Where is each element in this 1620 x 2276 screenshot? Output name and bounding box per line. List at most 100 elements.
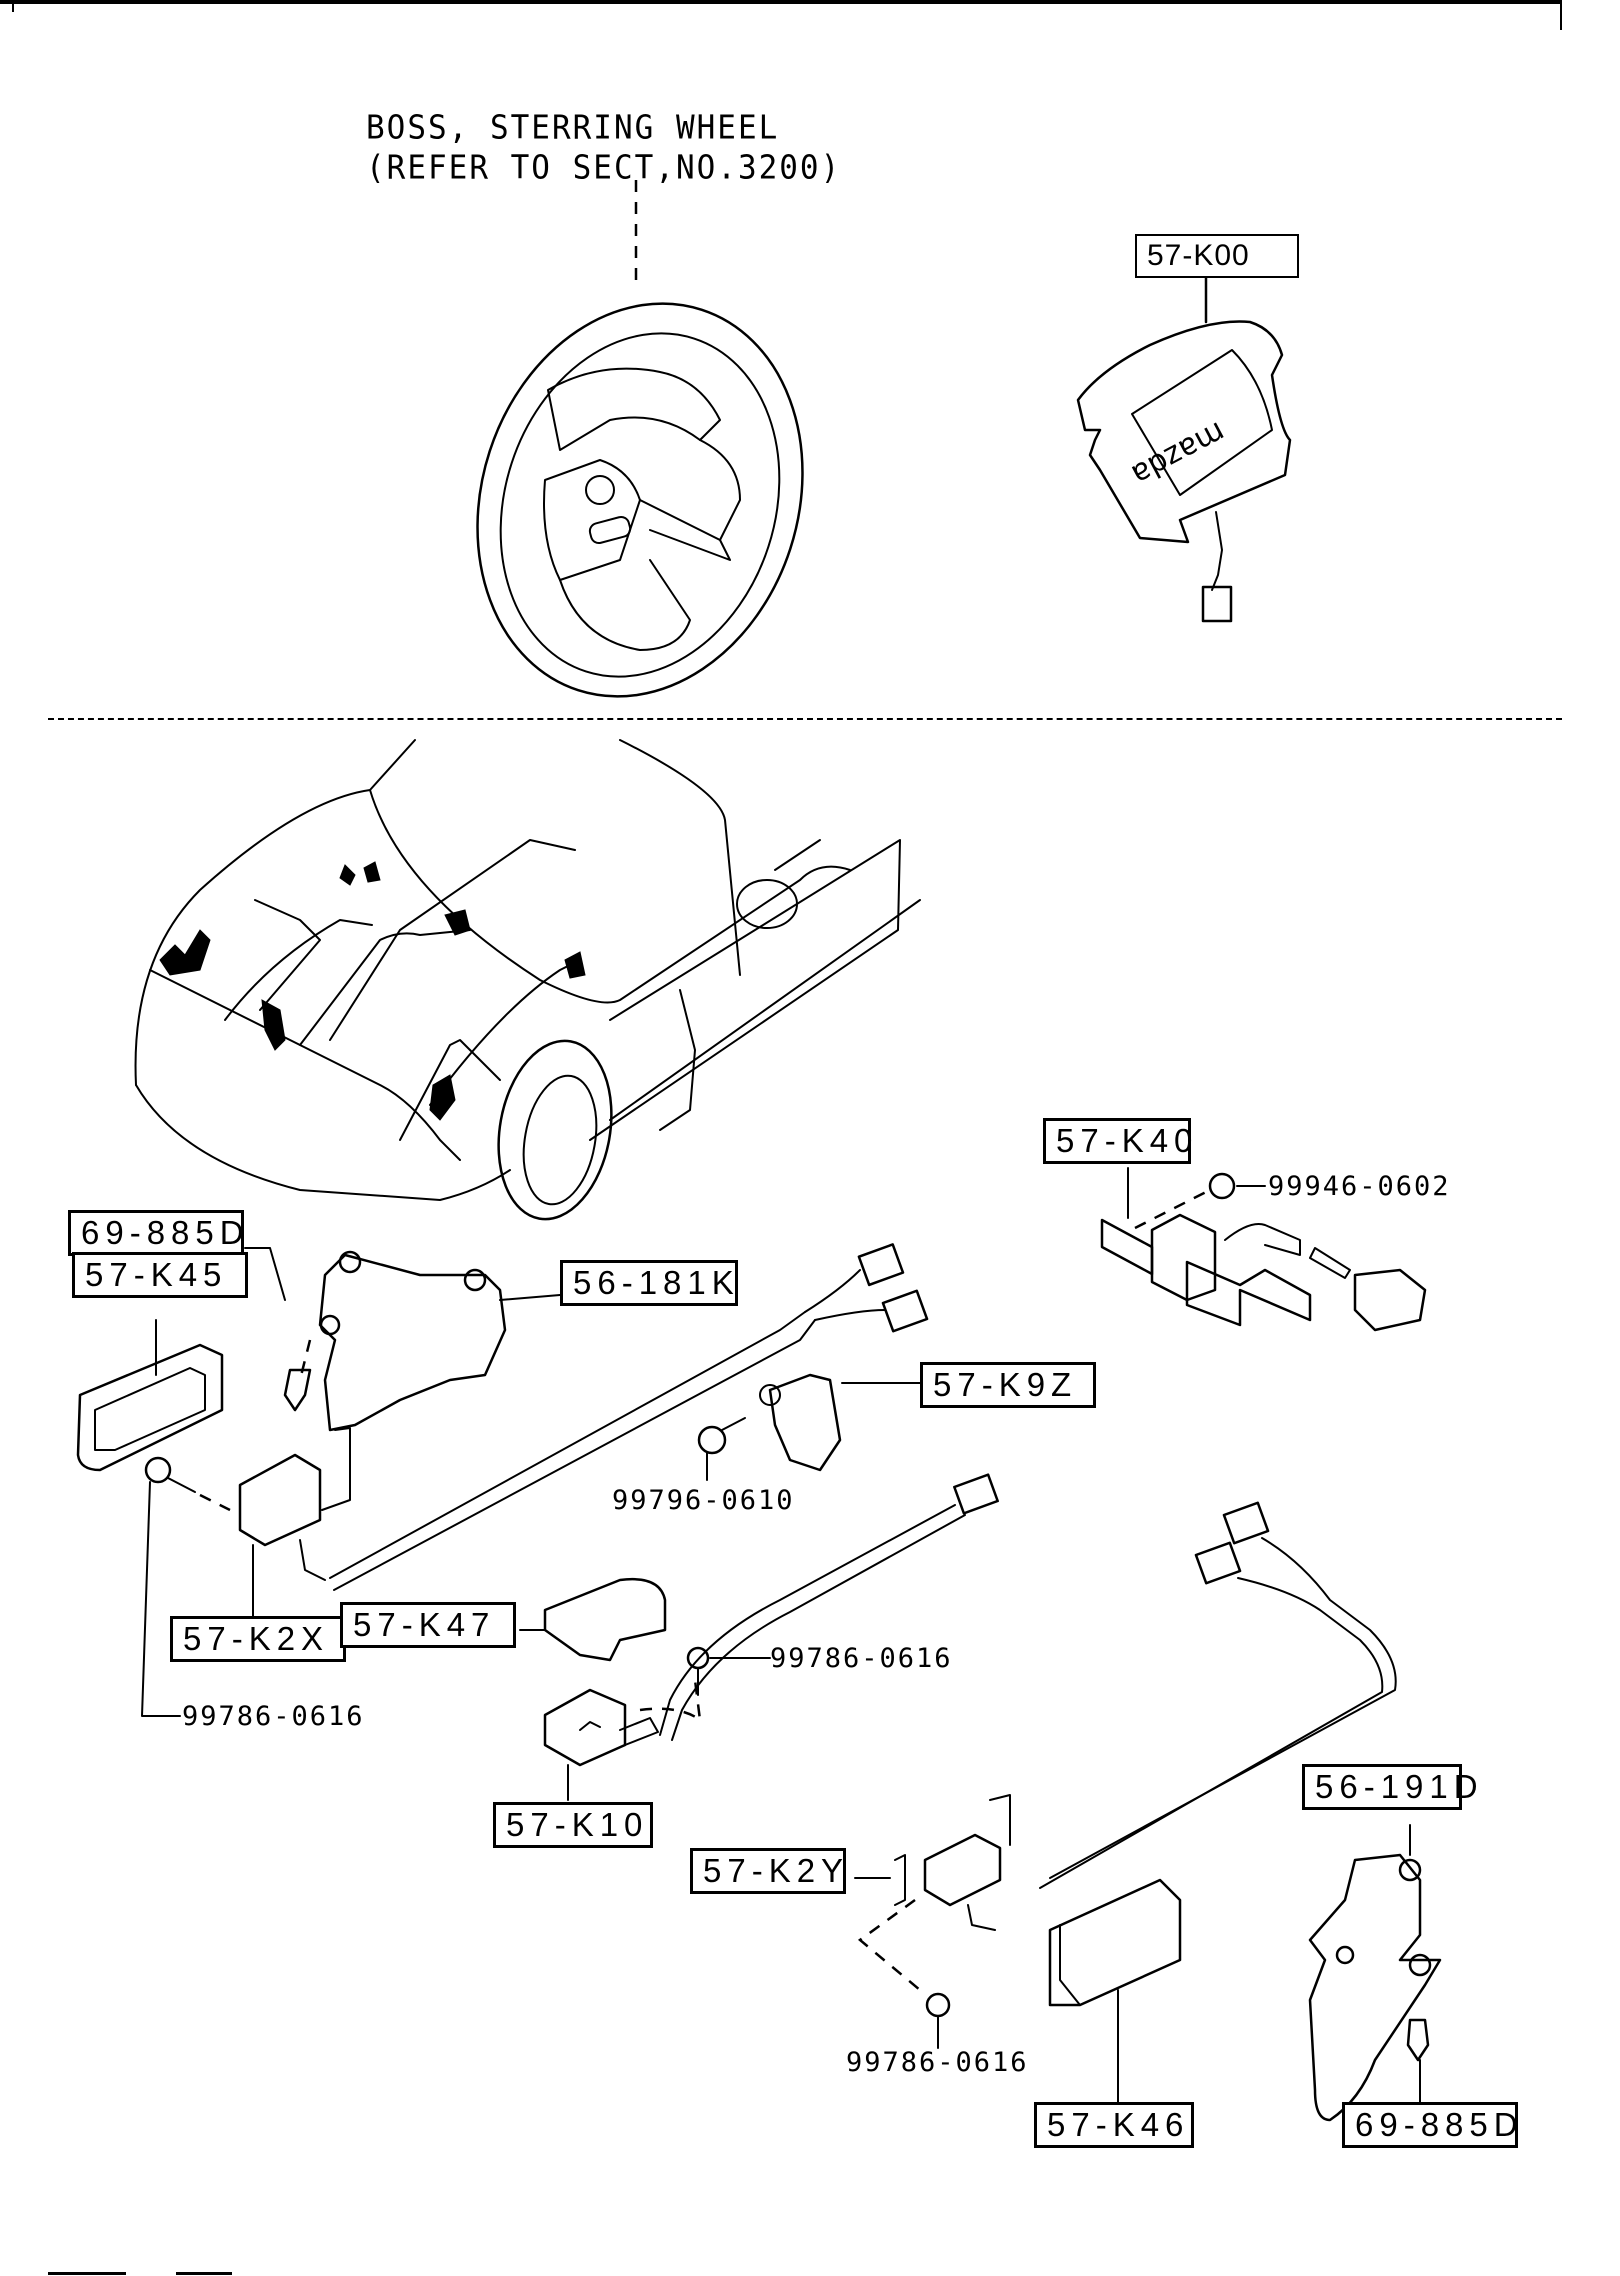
part-number-99786-0616-left[interactable]: 99786-0616 <box>182 1701 365 1732</box>
screw-k10-dash <box>639 1679 702 1723</box>
bracket-191d-hole-left <box>1335 1945 1355 1965</box>
part-label-69-885d-right[interactable]: 69-885D <box>1342 2102 1518 2148</box>
sensor-location-center <box>261 999 286 1051</box>
cover-k46-inner <box>1059 1924 1081 2006</box>
part-label-57-k10[interactable]: 57-K10 <box>493 1802 653 1848</box>
bracket-191d-hole-right <box>1408 1953 1432 1977</box>
section-divider <box>48 718 1562 720</box>
page-frame-right <box>1560 0 1562 30</box>
footer-mark-left <box>48 2272 126 2275</box>
steering-wheel-drawing <box>476 180 804 698</box>
car-hood-panel-left <box>254 899 321 1011</box>
page-frame-top <box>0 0 1562 4</box>
sensor-k10-arrow <box>579 1721 601 1731</box>
k40-wire-spring <box>1224 1223 1301 1256</box>
sensor-k10-body <box>543 1688 627 1767</box>
part-label-57-k45[interactable]: 57-K45 <box>72 1252 248 1298</box>
airbag-module-drawing: mazda <box>1076 276 1292 623</box>
part-label-57-k2y[interactable]: 57-K2Y <box>690 1848 846 1894</box>
sensor-57-k2y-drawing <box>854 1794 1011 2049</box>
wheel-boss-bolt <box>585 475 615 505</box>
harness-connector-upper-a <box>857 1243 905 1287</box>
sensor-k2x-bracket <box>321 1427 351 1511</box>
cover-k45-inner <box>94 1367 206 1451</box>
airbag-connector <box>1201 585 1233 623</box>
screw-left-leader <box>141 1481 181 1717</box>
harness-center-drawing <box>659 1473 999 1741</box>
part-label-56-191d[interactable]: 56-191D <box>1302 1764 1478 1810</box>
k181-leader <box>499 1294 561 1301</box>
harness-upper-line-b <box>333 1319 816 1591</box>
part-label-57-k00[interactable]: 57-K00 <box>1135 234 1299 278</box>
harness-upper-drawing <box>329 1243 929 1591</box>
cover-57-k47-drawing <box>519 1577 667 1662</box>
clip-57-k9z-drawing <box>697 1373 921 1481</box>
bolt-99796-0610-shank <box>721 1417 746 1431</box>
clip-69-885d-leader <box>244 1247 286 1301</box>
cover-k45-outline <box>76 1343 224 1472</box>
harness-center-line-a <box>659 1504 956 1736</box>
sensor-57-k2x-drawing <box>141 1427 351 1717</box>
harness-route-left <box>224 919 373 1021</box>
sensor-57-k10-drawing <box>543 1646 771 1801</box>
bracket-hole-left <box>319 1314 341 1336</box>
k40-connector <box>1353 1268 1427 1332</box>
harness-right-line-b <box>1039 1577 1384 1889</box>
sensor-k10-tab <box>619 1717 659 1746</box>
steering-wheel-reference-note: BOSS, STERRING WHEEL (REFER TO SECT,NO.3… <box>366 108 841 188</box>
reference-note-line2: (REFER TO SECT,NO.3200) <box>366 149 842 187</box>
car-front-wheel-outer <box>497 1039 613 1221</box>
part-label-69-885d-left[interactable]: 69-885D <box>68 1210 244 1256</box>
part-number-99796-0610[interactable]: 99796-0610 <box>612 1485 795 1516</box>
harness-connector-upper-b <box>881 1289 929 1333</box>
bracket-56-191d <box>1308 1853 1442 2122</box>
harness-connector-center <box>953 1473 999 1515</box>
car-door-line <box>774 839 821 871</box>
connector-location-a <box>444 909 471 936</box>
sensor-k2x-pigtail <box>299 1539 326 1581</box>
k40-sensor-box <box>1150 1213 1217 1302</box>
screw-dash-left <box>199 1493 231 1512</box>
airbag-emblem-panel <box>1131 349 1273 496</box>
mazda-logo: mazda <box>1126 414 1231 492</box>
footer-mark-right <box>176 2272 232 2275</box>
part-number-99786-0616-center[interactable]: 99786-0616 <box>770 1643 953 1674</box>
part-label-57-k46[interactable]: 57-K46 <box>1034 2102 1194 2148</box>
car-side-mirror <box>736 879 798 929</box>
sensor-location-left <box>159 929 211 976</box>
sensor-k2y-body <box>923 1833 1002 1907</box>
part-label-57-k2x[interactable]: 57-K2X <box>170 1616 346 1662</box>
screw-shank-left <box>167 1477 196 1493</box>
wheel-spoke-right <box>639 499 731 561</box>
part-number-99946-0602[interactable]: 99946-0602 <box>1268 1171 1451 1202</box>
connector-location-b <box>363 861 381 883</box>
k40-assembly-drawing <box>1100 1167 1427 1332</box>
harness-connector-right-a <box>1222 1501 1270 1545</box>
connector-location-c <box>564 951 586 979</box>
car-front-bumper <box>135 1084 511 1201</box>
car-side-sill <box>609 899 921 1121</box>
clip-69-885d-right <box>1406 2018 1430 2062</box>
sensor-k2y-bracket-right <box>989 1794 1011 1846</box>
part-number-99786-0616-right[interactable]: 99786-0616 <box>846 2047 1029 2078</box>
sensor-k2y-pigtail <box>967 1904 996 1931</box>
page-frame-left <box>12 2 14 12</box>
car-hood-panel-center <box>399 1039 501 1141</box>
harness-connector-right-b <box>1194 1541 1242 1585</box>
harness-upper-branch-b <box>814 1309 886 1321</box>
part-label-56-181k[interactable]: 56-181K <box>560 1260 738 1306</box>
screw-k2y-dash <box>857 1898 921 1991</box>
wheel-rim-inner <box>499 332 781 678</box>
screw-99786-0616-right <box>925 1992 951 2018</box>
sensor-k2y-bracket-left <box>894 1854 906 1906</box>
car-body-drawing <box>134 739 921 1221</box>
part-label-57-k47[interactable]: 57-K47 <box>340 1602 516 1648</box>
wheel-spoke-bottom <box>559 559 691 651</box>
car-hood-left-edge <box>134 739 416 1086</box>
part-label-57-k9z[interactable]: 57-K9Z <box>920 1362 1096 1408</box>
cover-k47-outline <box>543 1577 667 1662</box>
car-fender-line <box>589 839 901 1141</box>
cover-57-k46-drawing <box>1048 1878 1182 2126</box>
part-label-57-k40[interactable]: 57-K40 <box>1043 1118 1192 1164</box>
